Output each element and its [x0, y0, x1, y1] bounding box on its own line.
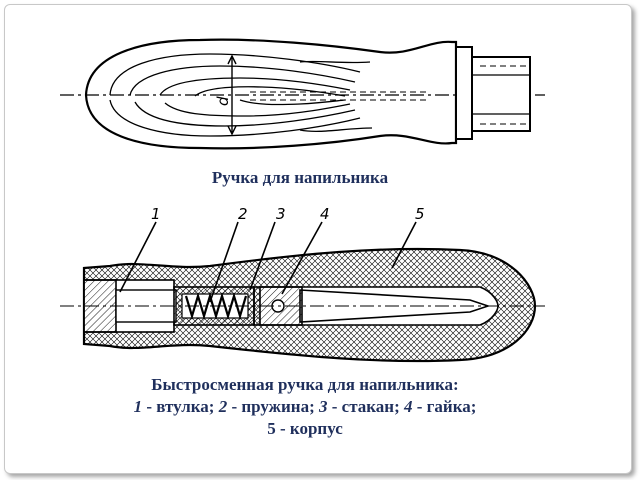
legend-num-1: 1: [133, 397, 143, 416]
wood-grain-lines: [109, 53, 373, 137]
legend-text-2: - пружина;: [227, 397, 319, 416]
caption-legend: 1 - втулка; 2 - пружина; 3 - стакан; 4 -…: [0, 396, 610, 418]
callout-1: 1: [151, 205, 161, 223]
callout-5: 5: [415, 205, 425, 223]
caption-legend-last: 5 - корпус: [267, 419, 343, 438]
wooden-handle-figure: d: [60, 38, 545, 150]
caption-title: Быстросменная ручка для напильника:: [151, 375, 459, 394]
callout-3: 3: [276, 205, 286, 223]
legend-num-2: 2: [218, 397, 228, 416]
diameter-label: d: [214, 96, 232, 106]
callout-4: 4: [320, 205, 330, 223]
callout-leaders: [119, 221, 417, 303]
wooden-handle-body: [84, 38, 458, 150]
legend-text-1: - втулка;: [142, 397, 219, 416]
spring-coil: [184, 292, 248, 320]
legend-text-4: - гайка;: [412, 397, 477, 416]
legend-text-3: - стакан;: [327, 397, 405, 416]
legend-num-3: 3: [319, 397, 328, 416]
caption-file-handle: Ручка для напильника: [211, 168, 389, 187]
ferrule-collar: [455, 46, 473, 140]
caption-quick-change-handle: Быстросменная ручка для напильника: 1 - …: [0, 374, 610, 440]
ferrule-nut: [471, 56, 531, 132]
legend-num-4: 4: [404, 397, 413, 416]
callout-2: 2: [238, 205, 248, 223]
quick-change-handle-figure: 1 2 3 4 5: [60, 205, 545, 363]
